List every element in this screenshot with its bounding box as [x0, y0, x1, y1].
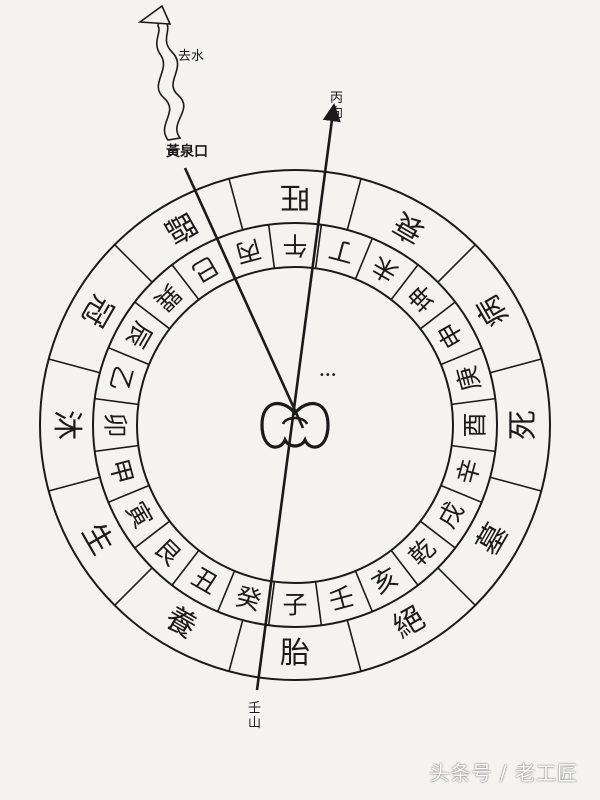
- facing-label: 丙向: [330, 91, 343, 121]
- inner-divider: [134, 520, 171, 549]
- outer-divider: [346, 178, 362, 231]
- huangquan-mouth-label: 黃泉口: [165, 143, 208, 160]
- outer-ring-label: 絕: [388, 600, 431, 645]
- inner-divider: [171, 264, 200, 301]
- inner-divider: [451, 397, 496, 406]
- outflow-label: 去水: [178, 49, 204, 64]
- inner-ring-label: 辰: [120, 317, 158, 353]
- inner-ring-label: 巽: [149, 279, 187, 317]
- inner-ring-label: 酉: [461, 412, 490, 437]
- inner-ring-label: 庚: [452, 363, 486, 395]
- outer-divider: [489, 358, 542, 374]
- outer-ring-label: 臨: [159, 204, 202, 249]
- outer-ring-label: 沐: [49, 410, 84, 440]
- outer-divider: [489, 476, 542, 492]
- inner-ring-labels: 子癸丑艮寅甲卯乙辰巽巳丙午丁未坤申庚酉辛戌乾亥壬: [101, 231, 490, 620]
- inner-ring-label: 甲: [104, 456, 138, 488]
- inner-divider: [314, 224, 323, 269]
- inner-ring-label: 戌: [432, 497, 470, 533]
- inner-divider: [267, 581, 276, 626]
- inner-divider: [354, 238, 374, 280]
- watermark: 头条号 / 老工匠: [429, 761, 578, 785]
- inner-ring-label: 坤: [403, 279, 441, 317]
- inner-ring-label: 寅: [120, 497, 158, 533]
- outer-ring-label: 養: [159, 600, 202, 645]
- inner-ring-label: 巳: [187, 250, 223, 288]
- inner-divider: [354, 570, 374, 612]
- inner-ring-label: 乾: [403, 533, 441, 571]
- outer-ring-label: 冠: [74, 289, 119, 332]
- inner-ring-label: 子: [282, 591, 307, 620]
- outer-ring-label: 旺: [280, 179, 310, 214]
- outer-ring-label: 胎: [280, 636, 310, 671]
- outer-ring-label: 死: [506, 410, 541, 440]
- inner-ring-label: 申: [432, 317, 470, 353]
- inner-divider: [451, 444, 496, 453]
- inner-divider: [108, 484, 150, 504]
- inner-ring-label: 丙: [233, 234, 265, 268]
- inner-ring-label: 未: [367, 250, 403, 288]
- inner-divider: [419, 520, 456, 549]
- inner-divider: [108, 346, 150, 366]
- sitting-label: 壬山: [248, 701, 261, 731]
- outer-divider: [228, 619, 244, 672]
- inner-divider: [267, 224, 276, 269]
- ring-dividers: [48, 178, 542, 672]
- inner-divider: [314, 581, 323, 626]
- inner-divider: [134, 301, 171, 330]
- outer-divider: [437, 244, 476, 283]
- huangquan-line: [183, 167, 305, 429]
- outer-divider: [228, 178, 244, 231]
- inner-divider: [440, 346, 482, 366]
- inner-ring-label: 癸: [233, 582, 265, 616]
- inner-divider: [390, 549, 419, 586]
- inner-ring-border: [136, 266, 454, 584]
- inner-ring-label: 丁: [326, 234, 358, 268]
- outer-ring-border: [39, 169, 551, 681]
- inner-divider: [94, 397, 139, 406]
- middle-ring-border: [92, 222, 498, 628]
- inner-ring-label: 壬: [326, 582, 358, 616]
- outer-divider: [48, 358, 101, 374]
- inner-ring-label: 乙: [104, 363, 138, 395]
- inner-divider: [216, 570, 236, 612]
- outer-divider: [437, 567, 476, 606]
- facing-line: [255, 102, 341, 691]
- inner-divider: [440, 484, 482, 504]
- outer-ring-label: 病: [470, 289, 515, 332]
- inner-ring-label: 丑: [187, 562, 223, 600]
- inner-ring-label: 辛: [452, 456, 486, 488]
- inner-ring-label: 卯: [101, 412, 130, 437]
- center-emblem-icon: [260, 402, 330, 449]
- small-mark: •••: [319, 370, 337, 381]
- outflow-arrow-head: [137, 4, 172, 25]
- outer-ring-label: 墓: [470, 518, 515, 561]
- inner-divider: [419, 301, 456, 330]
- inner-divider: [171, 549, 200, 586]
- outer-divider: [114, 567, 153, 606]
- inner-divider: [94, 444, 139, 453]
- inner-ring-label: 午: [282, 231, 307, 260]
- inner-divider: [390, 264, 419, 301]
- outflow-arrow-icon: [156, 9, 185, 141]
- inner-ring-label: 艮: [149, 533, 187, 571]
- outer-ring-label: 生: [74, 518, 119, 561]
- outer-ring-label: 衰: [388, 204, 431, 249]
- outer-divider: [48, 476, 101, 492]
- inner-ring-label: 亥: [367, 562, 403, 600]
- outer-divider: [114, 244, 153, 283]
- outer-divider: [346, 619, 362, 672]
